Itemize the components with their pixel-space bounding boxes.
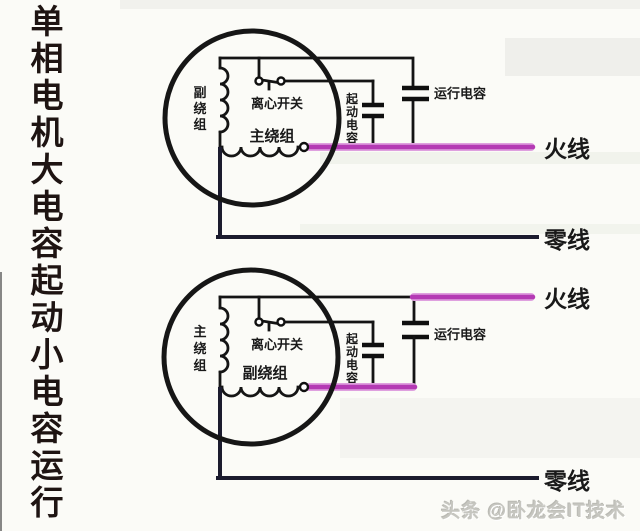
live-wire-label: 火线 [544,136,590,162]
vertical-winding-label-char: 组 [193,117,206,132]
start-cap-label-char: 起 [345,91,359,106]
vertical-winding-label-char: 主 [193,324,206,339]
winding-terminal [298,381,310,393]
switch-label: 离心开关 [251,337,303,352]
vertical-winding-label-char: 组 [193,358,206,373]
run-capacitor-label: 运行电容 [434,86,486,101]
switch-blade [260,319,280,326]
start-cap-label-char: 电 [346,357,358,372]
motor-circle [161,267,341,447]
live-wire-label: 火线 [544,286,590,312]
top-circuit: 运行电容 副 绕 组 离心开关 起 动 电 容 主绕组 火线 零线 [162,28,590,253]
switch-label: 离心开关 [251,96,303,111]
start-cap-label-char: 容 [345,130,358,145]
watermark: 头条 @卧龙会IT技术 [441,501,626,522]
neutral-wire [216,387,539,480]
neutral-wire-label: 零线 [543,227,590,253]
switch-blade [260,78,280,85]
run-capacitor-label: 运行电容 [434,327,486,342]
start-capacitor [362,102,384,119]
switch-terminal [276,317,286,327]
horizontal-winding-coil [218,145,302,158]
vertical-winding-coil [218,306,230,374]
start-cap-label-char: 电 [346,117,358,132]
motor-circle [162,28,342,208]
start-capacitor [362,342,384,359]
switch-terminal [254,76,264,86]
vertical-winding-label-char: 绕 [193,101,206,116]
horizontal-winding-coil [218,385,302,398]
start-cap-label-char: 动 [346,345,358,359]
vertical-winding-coil [218,66,230,134]
start-cap-label-char: 动 [346,105,358,119]
vertical-winding-label-char: 绕 [193,341,206,356]
horizontal-winding-label: 主绕组 [249,127,294,145]
neutral-wire-label: 零线 [543,468,590,494]
start-cap-label-char: 起 [345,331,359,346]
vertical-title: 单相电机大电容起动小电容运行 [25,4,61,522]
start-cap-label-char: 容 [345,370,358,385]
winding-terminal [298,141,310,153]
switch-terminal [276,76,286,86]
neutral-wire [216,147,539,239]
run-capacitor [402,320,429,340]
bottom-circuit: 火线 运行电容 主 绕 组 离心开关 起 动 电 容 副绕组 零线 [161,267,590,494]
switch-terminal [254,317,264,327]
run-capacitor [402,85,429,102]
horizontal-winding-label: 副绕组 [242,364,287,382]
vertical-winding-label-char: 副 [193,85,206,100]
